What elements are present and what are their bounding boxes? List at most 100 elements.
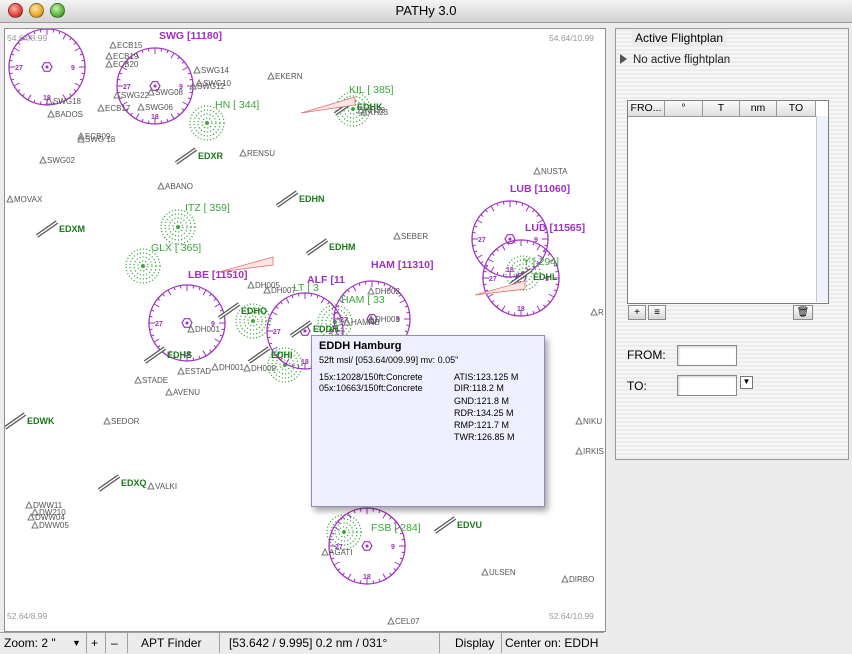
ndb-ring xyxy=(168,217,188,237)
vor-tick xyxy=(513,312,516,316)
list-button[interactable]: ≡ xyxy=(648,305,666,320)
column-header-type[interactable]: T xyxy=(703,101,740,117)
flightplan-table[interactable]: FRO... ° T nm TO xyxy=(627,100,829,304)
minimize-window-button[interactable] xyxy=(29,3,44,18)
close-window-button[interactable] xyxy=(8,3,23,18)
vor-tick xyxy=(316,295,319,299)
waypoint-label: DH001 xyxy=(195,325,220,334)
airport-label: EDHO xyxy=(241,306,267,316)
waypoint-icon xyxy=(367,314,375,323)
vor-tick xyxy=(219,309,223,312)
vor-tick xyxy=(331,532,335,535)
ils-approach-feather xyxy=(218,256,274,273)
apt-finder-button[interactable]: APT Finder xyxy=(137,633,220,653)
to-field[interactable] xyxy=(677,375,737,396)
waypoint-label: AGATI xyxy=(329,548,352,557)
zoom-out-button[interactable]: – xyxy=(107,633,128,653)
airport-label: EDXR xyxy=(198,151,224,161)
vor-tick xyxy=(483,270,487,273)
vor-tick xyxy=(320,297,325,304)
vor-tick xyxy=(173,355,176,359)
ndb-ring xyxy=(335,91,371,127)
airport-label: EDXM xyxy=(59,224,85,234)
add-waypoint-button[interactable]: + xyxy=(628,305,646,320)
popup-freq-rdr: RDR:134.25 M xyxy=(454,408,514,418)
waypoint-label: SWG10 xyxy=(203,79,232,88)
vor-tick xyxy=(472,244,476,247)
vor-tick xyxy=(394,526,401,531)
vor-icon xyxy=(361,541,373,551)
airport-info-popup: EDDH Hamburg 52ft msl/ [053.64/009.99] m… xyxy=(311,335,545,507)
vor-tick xyxy=(157,345,161,348)
vor-tick xyxy=(280,301,283,305)
waypoint-label: ECB20 xyxy=(113,60,139,69)
vor-tick xyxy=(342,572,345,576)
vor-tick xyxy=(334,311,338,314)
vor-tick xyxy=(406,324,410,327)
vor-tick xyxy=(377,281,380,285)
vor-tick xyxy=(121,101,128,106)
column-header-nm[interactable]: nm xyxy=(740,101,777,117)
waypoint-label: DH009 xyxy=(251,364,276,373)
vor-tick xyxy=(359,580,362,584)
vor-bearing-label: 27 xyxy=(123,84,131,91)
vor-tick xyxy=(189,78,193,81)
zoom-window-button[interactable] xyxy=(50,3,65,18)
airport-icon xyxy=(35,220,59,238)
vor-tick xyxy=(62,94,67,101)
zoom-in-button[interactable]: + xyxy=(87,633,106,653)
waypoint-label: ABANO xyxy=(165,182,193,191)
vor-tick xyxy=(394,561,401,566)
column-header-heading[interactable]: ° xyxy=(665,101,703,117)
ndb-icon xyxy=(141,264,145,268)
vor-bearing-label: 27 xyxy=(489,276,497,283)
vor-tick xyxy=(537,254,544,259)
vor-tick xyxy=(485,264,489,267)
airport-icon xyxy=(305,238,329,256)
waypoint-icon xyxy=(165,387,173,396)
vor-center xyxy=(508,237,512,241)
from-field[interactable] xyxy=(677,345,737,366)
vor-tick xyxy=(536,214,540,217)
vor-label: ALF [11 xyxy=(307,274,345,286)
airport-icon xyxy=(289,320,313,338)
zoom-select[interactable]: Zoom: 2 " ▼ xyxy=(0,633,87,653)
vor-tick xyxy=(27,33,32,40)
vor-label: LUD [11565] xyxy=(525,222,585,234)
vor-tick xyxy=(331,557,335,560)
vor-tick xyxy=(399,557,403,560)
vor-icon xyxy=(41,62,53,72)
to-label: TO: xyxy=(627,379,647,393)
waypoint-icon xyxy=(103,416,111,425)
vor-tick xyxy=(291,363,294,367)
ndb-ring xyxy=(267,347,303,383)
vor-tick xyxy=(487,258,494,263)
airport-icon xyxy=(143,346,167,364)
vor-center xyxy=(365,544,369,548)
vor-tick xyxy=(474,225,478,228)
vor-tick xyxy=(173,287,176,291)
to-dropdown-icon[interactable]: ▼ xyxy=(740,376,753,389)
table-scrollbar[interactable] xyxy=(816,116,828,302)
airport-label: EDDH xyxy=(313,324,339,334)
flightplan-disclosure[interactable]: No active flightplan xyxy=(620,54,730,66)
display-button[interactable]: Display xyxy=(451,633,502,653)
vor-tick xyxy=(33,31,36,35)
disclosure-triangle-icon[interactable] xyxy=(620,54,627,64)
vor-tick xyxy=(310,293,313,297)
waypoint-label: DH001 xyxy=(219,363,244,372)
window-title-bar: PATHy 3.0 xyxy=(0,0,852,23)
ils-approach-feather xyxy=(300,96,356,114)
trash-icon[interactable]: 🗑 xyxy=(793,305,813,320)
vor-tick xyxy=(297,365,300,369)
vor-tick xyxy=(269,317,273,320)
column-header-to[interactable]: TO xyxy=(777,101,816,117)
column-header-from[interactable]: FRO... xyxy=(628,101,665,117)
vor-tick xyxy=(170,52,175,59)
ndb-label: LT [ 3 xyxy=(293,282,319,294)
chevron-down-icon: ▼ xyxy=(72,638,81,648)
vor-tick xyxy=(532,265,535,269)
waypoint-icon xyxy=(147,481,155,490)
